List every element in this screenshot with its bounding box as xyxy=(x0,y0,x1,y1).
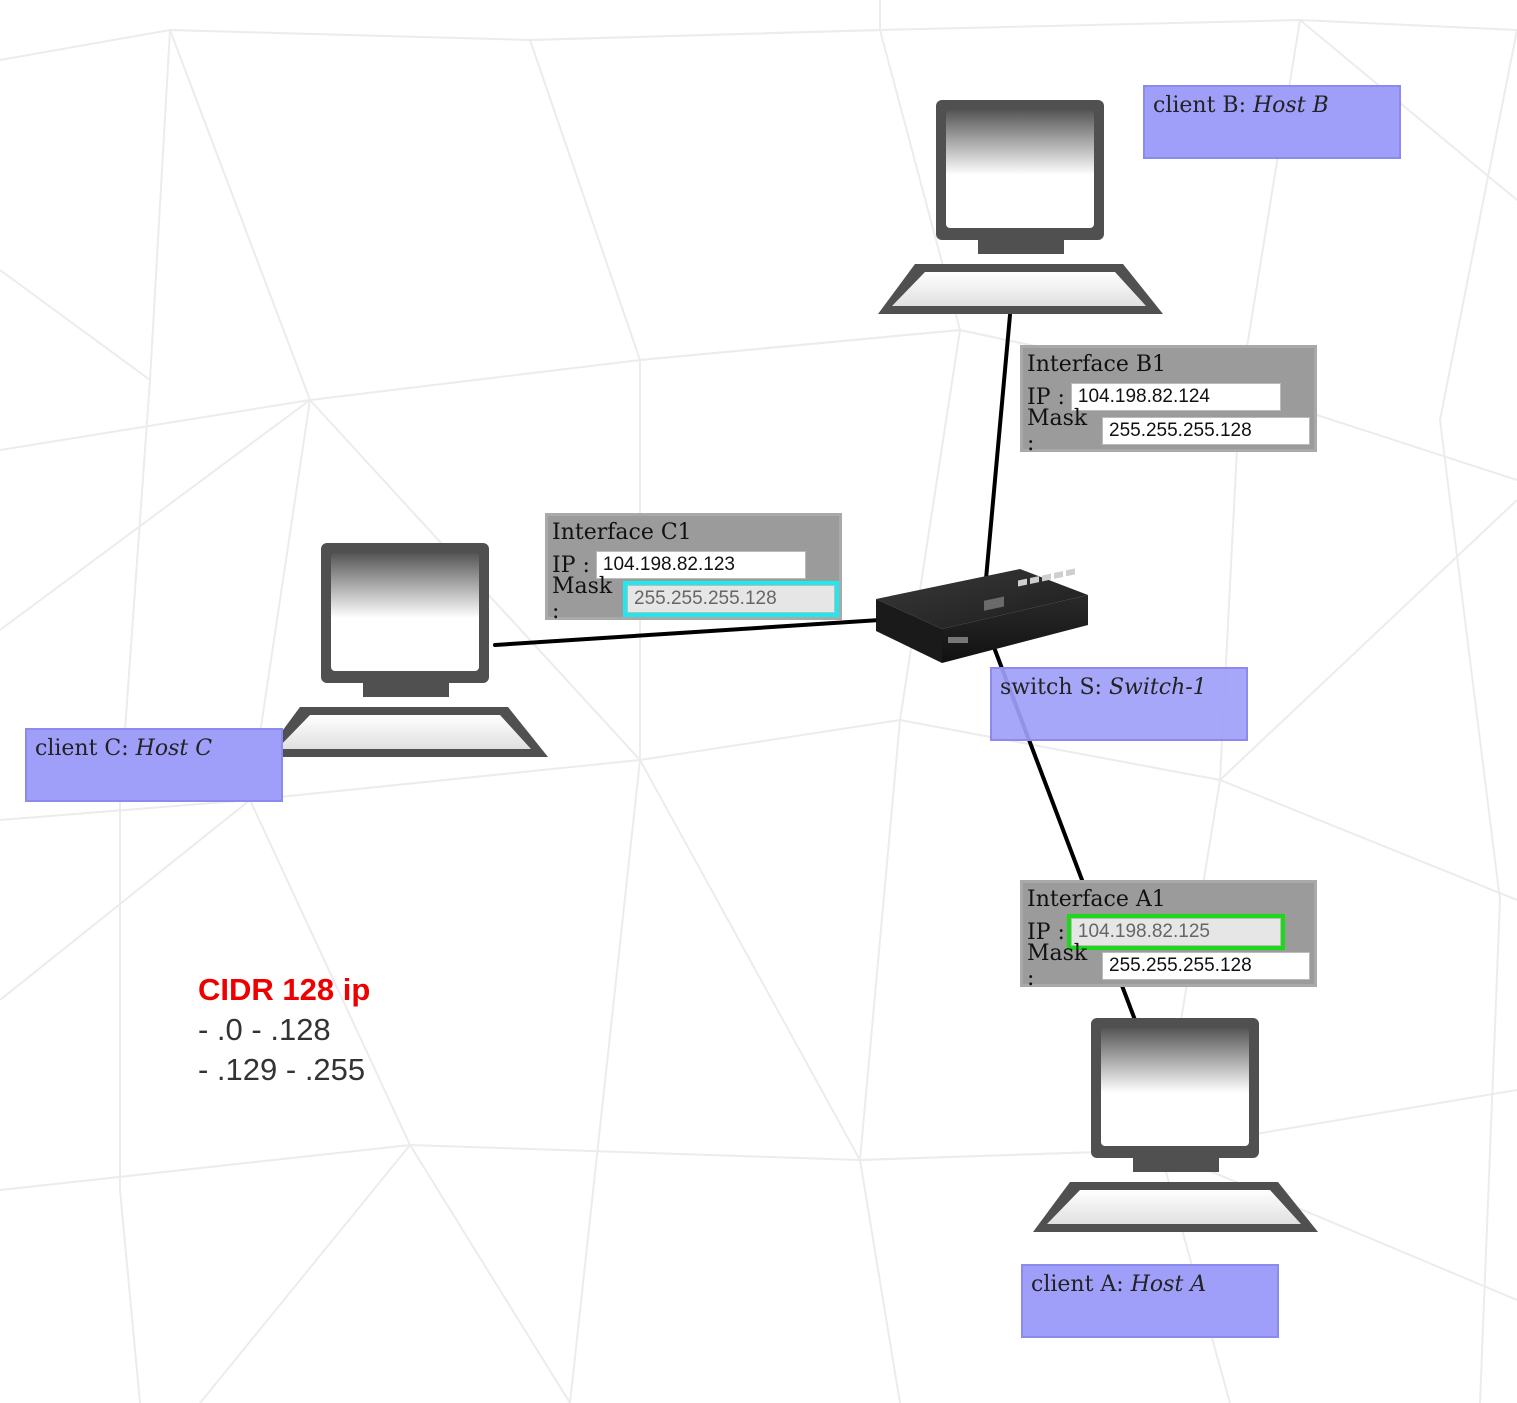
switch-icon[interactable] xyxy=(870,565,1095,670)
switch-name: Switch-1 xyxy=(1108,675,1207,700)
client-b-prefix: client B: xyxy=(1153,93,1246,118)
client-a-prefix: client A: xyxy=(1031,1272,1124,1297)
client-b-label[interactable]: client B: Host B xyxy=(1143,85,1401,159)
interface-c1-panel: Interface C1 IP : Mask : xyxy=(545,513,842,624)
cidr-note-line: - .0 - .128 xyxy=(198,1012,331,1047)
client-c-prefix: client C: xyxy=(35,736,129,761)
computer-icon[interactable] xyxy=(870,92,1170,322)
mask-label: Mask : xyxy=(1027,406,1088,456)
interface-b1-title: Interface B1 xyxy=(1027,352,1166,377)
interface-c1-ip-input[interactable] xyxy=(595,551,806,579)
mask-label: Mask : xyxy=(552,574,613,624)
client-a-host: Host A xyxy=(1130,1272,1207,1297)
client-a-label[interactable]: client A: Host A xyxy=(1021,1264,1279,1338)
client-b-host: Host B xyxy=(1253,93,1329,118)
computer-icon[interactable] xyxy=(1025,1010,1325,1240)
interface-a1-panel: Interface A1 IP : Mask : xyxy=(1020,880,1317,991)
switch-prefix: switch S: xyxy=(1000,675,1102,700)
interface-b1-panel: Interface B1 IP : Mask : xyxy=(1020,345,1317,456)
ip-label: IP : xyxy=(1027,384,1065,410)
interface-a1-title: Interface A1 xyxy=(1027,887,1166,912)
link-c-switch xyxy=(493,618,882,647)
client-c-host: Host C xyxy=(135,736,213,761)
interface-b1-ip-input[interactable] xyxy=(1070,383,1281,411)
link-b-switch xyxy=(983,313,1012,592)
switch-label[interactable]: switch S: Switch-1 xyxy=(990,667,1248,741)
client-c-label[interactable]: client C: Host C xyxy=(25,728,283,802)
mask-label: Mask : xyxy=(1027,941,1088,991)
interface-b1-mask-input[interactable] xyxy=(1102,417,1310,445)
cidr-note-title: CIDR 128 ip xyxy=(198,972,371,1007)
cidr-note: CIDR 128 ip - .0 - .128 - .129 - .255 xyxy=(198,970,370,1090)
cidr-note-line: - .129 - .255 xyxy=(198,1052,366,1087)
ip-label: IP : xyxy=(552,552,590,578)
ip-label: IP : xyxy=(1027,919,1065,945)
computer-icon[interactable] xyxy=(255,535,555,765)
interface-a1-mask-input[interactable] xyxy=(1102,952,1310,980)
interface-c1-mask-input[interactable] xyxy=(623,581,839,617)
interface-a1-ip-input[interactable] xyxy=(1066,914,1285,950)
interface-c1-title: Interface C1 xyxy=(552,520,692,545)
